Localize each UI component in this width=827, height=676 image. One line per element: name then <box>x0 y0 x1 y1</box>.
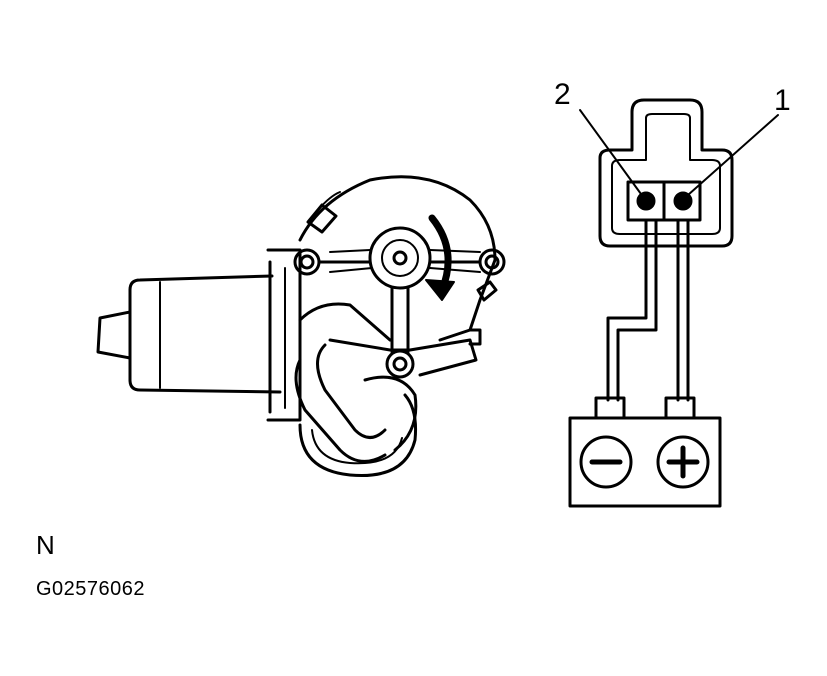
battery-icon <box>568 396 722 508</box>
connector-icon <box>579 98 779 402</box>
rotation-arrow-icon <box>425 214 455 301</box>
terminal-2-label: 2 <box>554 78 571 111</box>
motor-icon <box>96 175 506 478</box>
terminal-1-label: 1 <box>774 84 791 117</box>
view-letter: N <box>36 530 55 560</box>
figure-code: G02576062 <box>36 578 146 600</box>
